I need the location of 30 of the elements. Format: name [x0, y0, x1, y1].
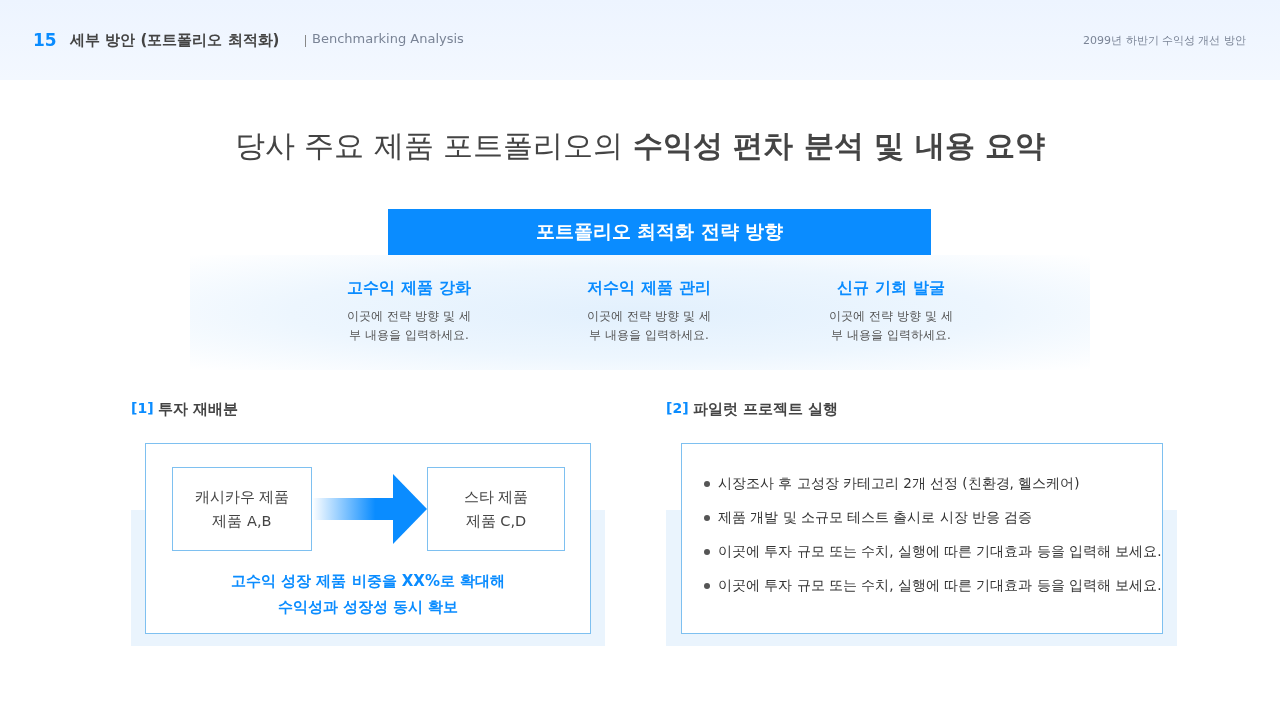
product-box	[172, 467, 312, 551]
section-subtitle: Benchmarking Analysis	[312, 31, 464, 46]
product-label: 스타 제품	[463, 487, 529, 507]
product-box	[427, 467, 565, 551]
content-box	[681, 443, 1163, 634]
product-label: 캐시카우 제품	[194, 487, 290, 507]
strategy-description: 이곳에 전략 방향 및 세부 내용을 입력하세요.	[346, 308, 472, 344]
section-heading: 파일럿 프로젝트 실행	[693, 400, 839, 419]
section-title: 세부 방안 (포트폴리오 최적화)	[70, 31, 280, 50]
section-number: [2]	[666, 400, 689, 416]
arrow	[312, 474, 427, 544]
bullet-text: 제품 개발 및 소규모 테스트 출시로 시장 반응 검증	[718, 509, 1033, 527]
bullet-text: 이곳에 투자 규모 또는 수치, 실행에 따른 기대효과 등을 입력해 보세요.	[718, 543, 1162, 561]
summary-text: 고수익 성장 제품 비중을 XX%로 확대해 수익성과 성장성 동시 확보	[229, 571, 507, 618]
strategy-heading: 신규 기회 발굴	[837, 278, 945, 299]
document-title: 2099년 하반기 수익성 개선 방안	[1083, 33, 1246, 48]
slide-title: 당사 주요 제품 포트폴리오의 수익성 편차 분석 및 내용 요약	[233, 127, 1047, 165]
bullet-text: 이곳에 투자 규모 또는 수치, 실행에 따른 기대효과 등을 입력해 보세요.	[718, 577, 1162, 595]
strategy-description: 이곳에 전략 방향 및 세부 내용을 입력하세요.	[828, 308, 954, 344]
strategy-heading: 저수익 제품 관리	[587, 278, 711, 299]
content-box	[145, 443, 591, 634]
product-label: 제품 A,B	[212, 511, 272, 531]
page-number: 15	[33, 30, 57, 50]
strategy-heading: 고수익 제품 강화	[347, 278, 471, 299]
product-label: 제품 C,D	[465, 511, 527, 531]
heading-banner: 포트폴리오 최적화 전략 방향	[388, 209, 931, 255]
section-number: [1]	[131, 400, 154, 416]
bullet-text: 시장조사 후 고성장 카테고리 2개 선정 (친환경, 헬스케어)	[718, 475, 1080, 493]
section-heading: 투자 재배분	[158, 400, 239, 419]
strategy-description: 이곳에 전략 방향 및 세부 내용을 입력하세요.	[586, 308, 712, 344]
